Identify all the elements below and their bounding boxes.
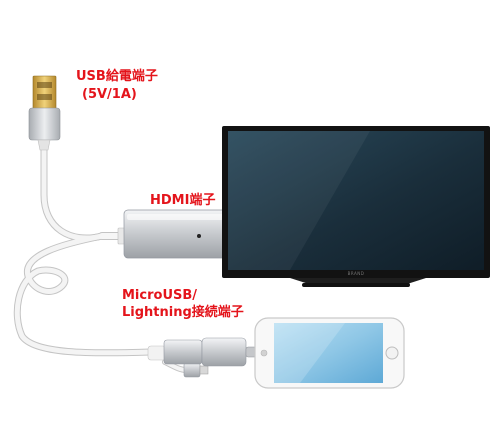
usb-a-plug [28,75,61,151]
smartphone [254,317,405,389]
micro-usb-lightning-adapter [147,337,259,378]
micro-usb-label: MicroUSB/ [122,288,198,303]
tv-brand-logo: BRAND [347,271,365,276]
lightning-label: Lightning接続端子 [122,305,244,320]
usb-power-spec-label: (5V/1A) [82,87,137,102]
cable-bundle [13,142,189,373]
tv-monitor [222,126,490,287]
usb-power-label: USB給電端子 [76,69,158,84]
hdmi-label: HDMI端子 [150,193,216,208]
